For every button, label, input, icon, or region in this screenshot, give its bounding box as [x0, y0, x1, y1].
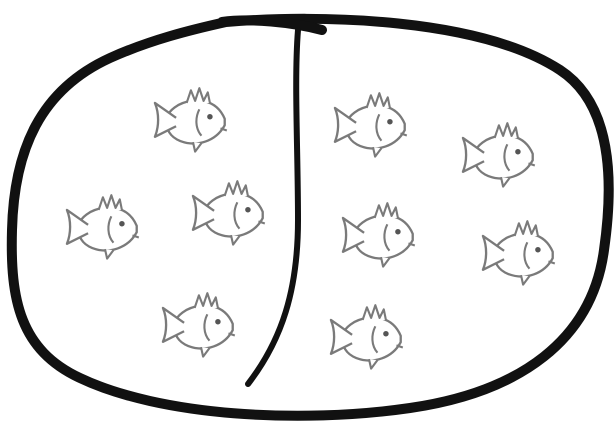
left-group — [67, 88, 265, 356]
fish-icon — [163, 293, 235, 356]
fish-icon — [67, 195, 139, 258]
fish-icon — [155, 88, 227, 151]
fish-icon — [331, 305, 403, 368]
fish-icon — [343, 203, 415, 266]
fish-icon — [335, 93, 407, 156]
right-group — [331, 93, 555, 368]
divider-top — [222, 20, 322, 30]
fish-icon — [483, 221, 555, 284]
fish-icon — [193, 181, 265, 244]
fish-icon — [463, 123, 535, 186]
